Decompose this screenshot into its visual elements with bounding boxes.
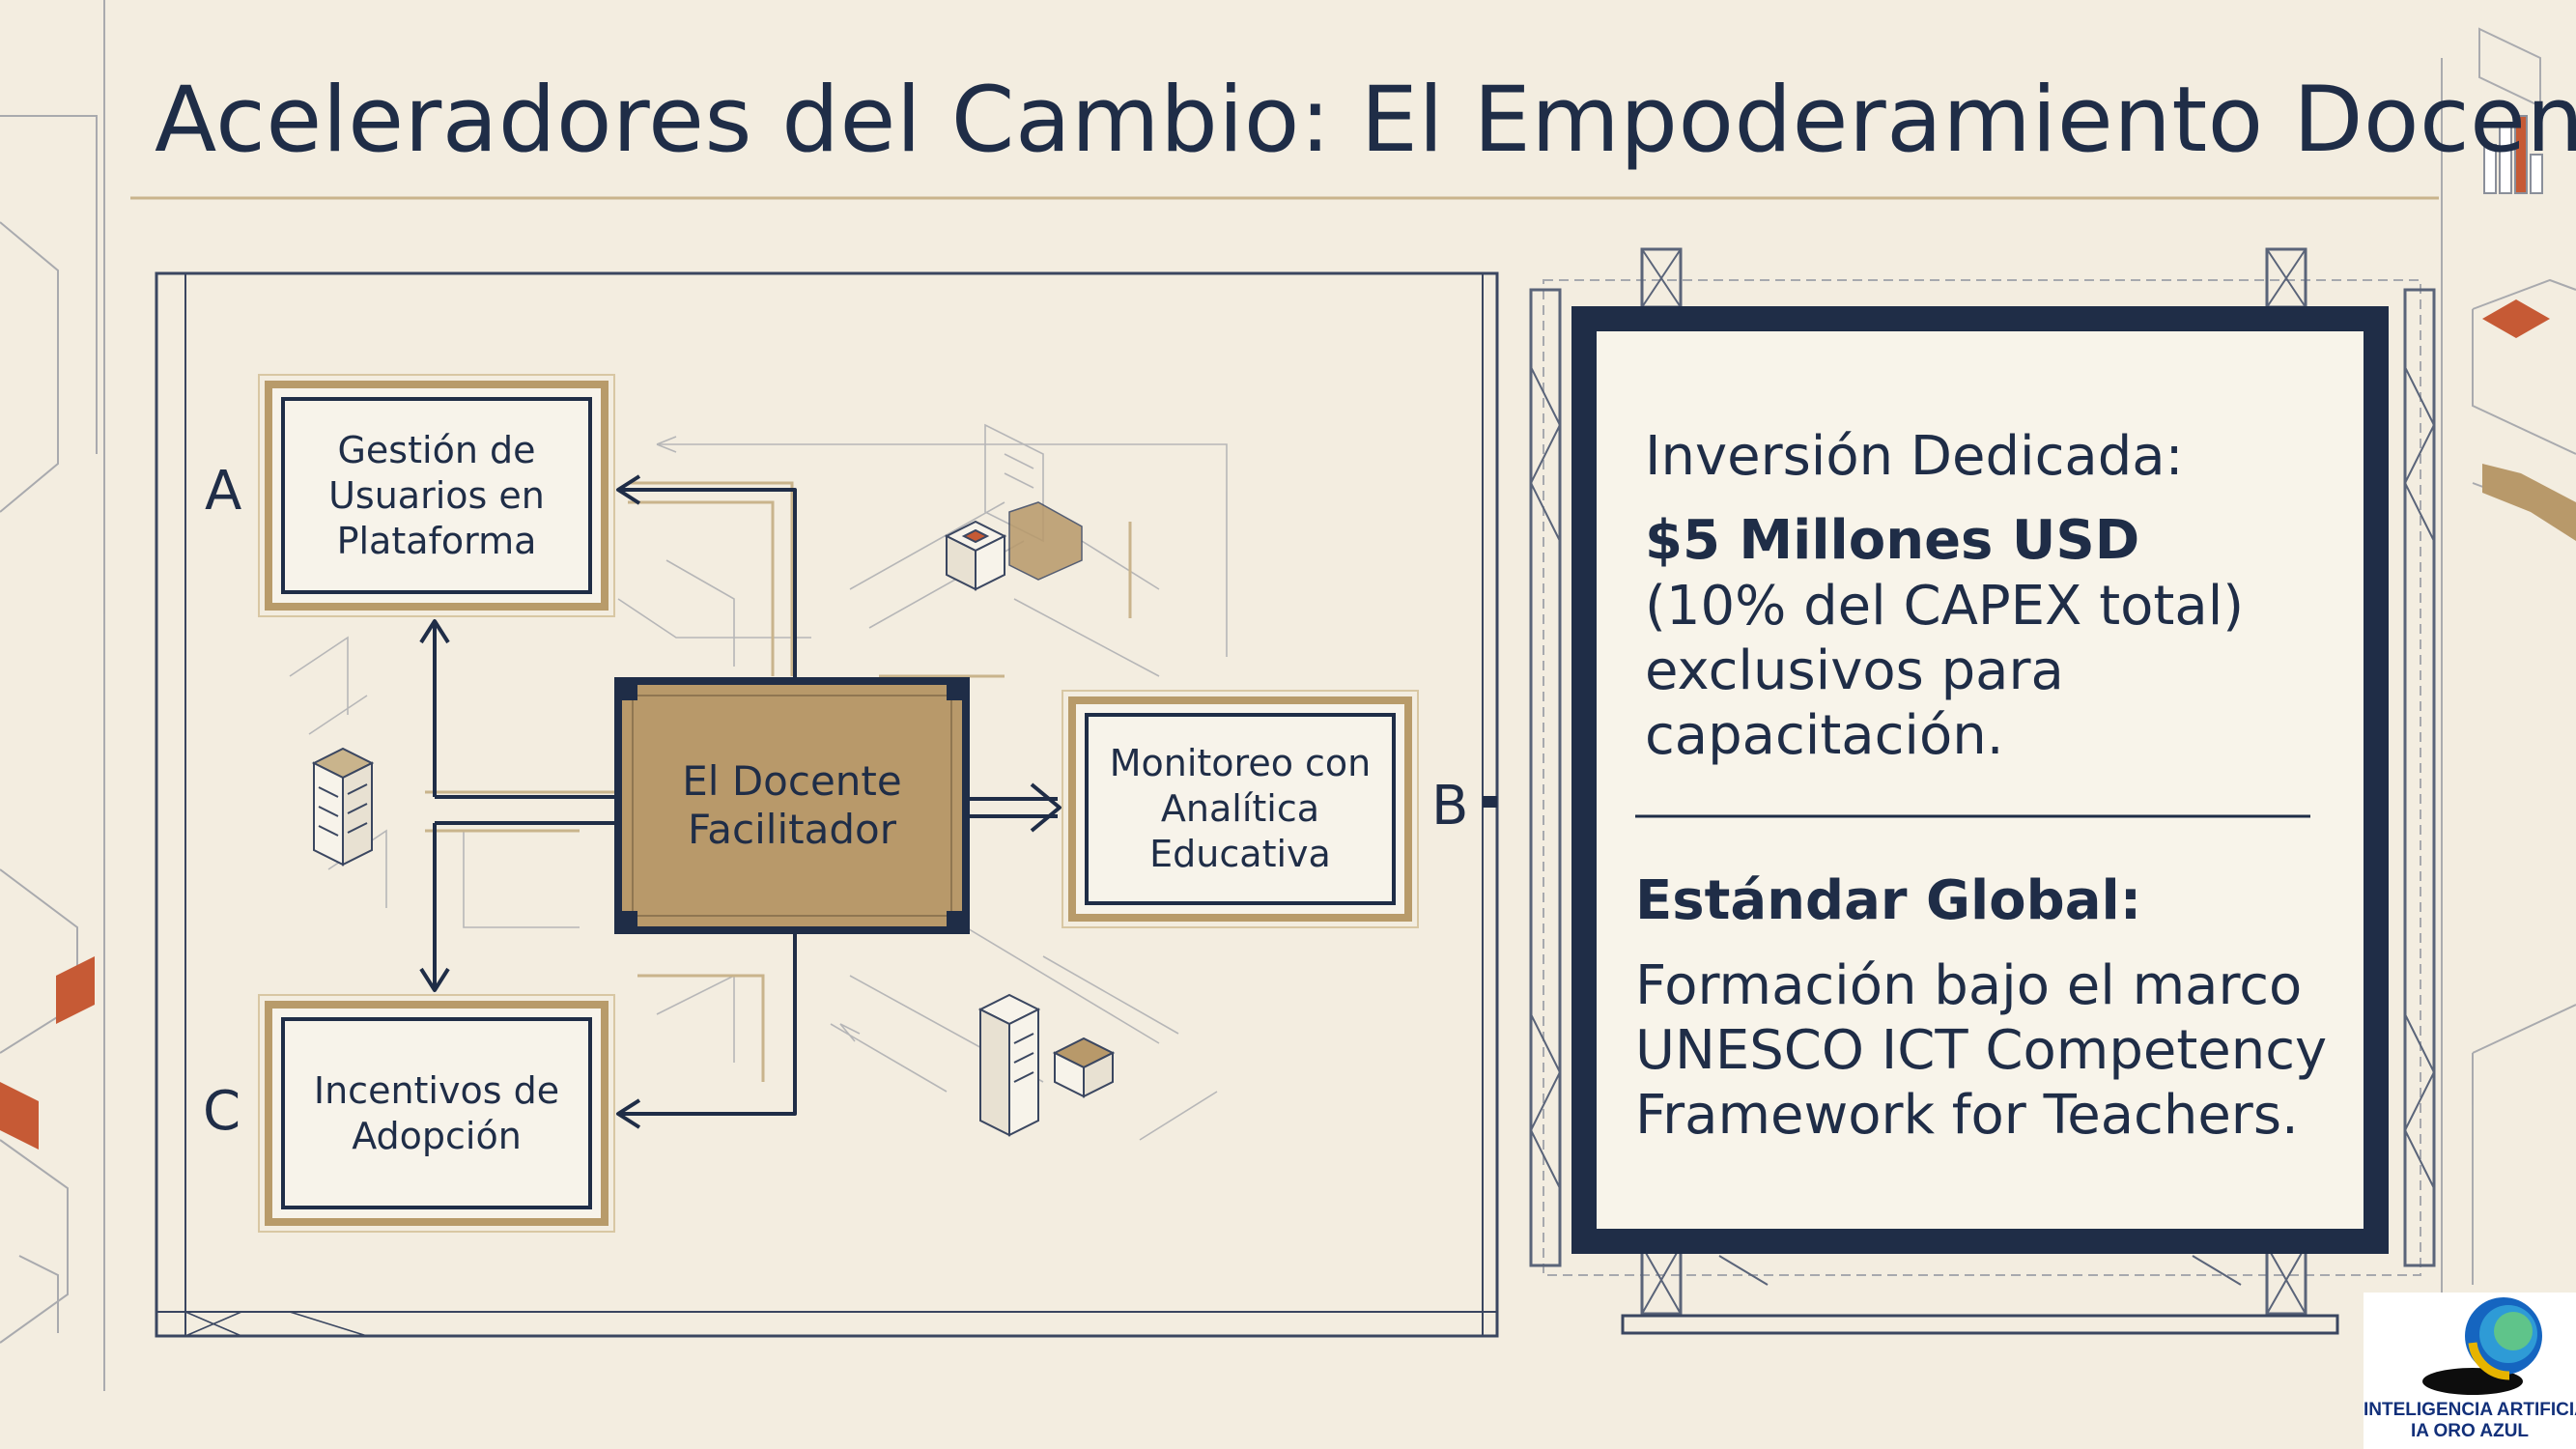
cube-icon: [944, 520, 1007, 591]
node-c-box: [258, 994, 615, 1233]
page-title: Aceleradores del Cambio: El Empoderamien…: [155, 68, 2576, 173]
node-b-letter: B: [1431, 775, 1469, 838]
logo-box: [2364, 1293, 2576, 1449]
node-b-label: Monitoreo con Analítica Educativa: [1109, 742, 1372, 875]
left-orange-block-2: [0, 1082, 39, 1150]
connector-lines: [419, 474, 1497, 1129]
center-node-box: [614, 677, 970, 934]
node-a-box: [258, 374, 615, 617]
background-sketches: [289, 423, 1228, 1141]
small-box-icon: [1052, 1037, 1116, 1098]
info-panel-frame: [1571, 306, 2389, 1254]
left-orange-block-1: [56, 956, 95, 1024]
right-gold-tile: [2482, 464, 2576, 541]
node-c-label: Incentivos de Adopción: [313, 1068, 560, 1157]
panel-scaffold: [1529, 247, 2436, 1335]
center-node-label: El Docente Facilitador: [682, 757, 902, 853]
standard-detail-2: UNESCO ICT Competency: [1635, 1019, 2328, 1082]
gold-box-icon: [1008, 501, 1083, 581]
small-gold-highlights: [425, 481, 1132, 1082]
right-orange-tile: [2482, 299, 2550, 338]
node-a-letter: A: [205, 460, 242, 523]
investment-detail-3: capacitación.: [1645, 704, 2004, 767]
standard-heading: Estándar Global:: [1635, 869, 2142, 932]
standard-detail-1: Formación bajo el marco: [1635, 954, 2303, 1017]
investment-detail-2: exclusivos para: [1645, 639, 2064, 702]
server-icon: [977, 993, 1041, 1137]
standard-detail-3: Framework for Teachers.: [1635, 1084, 2299, 1147]
building-icon: [311, 747, 375, 867]
node-c-letter: C: [203, 1080, 241, 1143]
logo-text-line1: INTELIGENCIA ARTIFICIAL: [2364, 1400, 2576, 1420]
left-edge-decoration: [0, 0, 105, 1391]
investment-heading: Inversión Dedicada:: [1645, 425, 2184, 488]
investment-detail-1: (10% del CAPEX total): [1645, 575, 2245, 638]
right-edge-decoration: [2441, 27, 2576, 1391]
investment-amount: $5 Millones USD: [1645, 509, 2140, 572]
logo-text-line2: IA ORO AZUL: [2410, 1421, 2530, 1441]
right-bar-chart-decoration: [2483, 115, 2543, 194]
node-a-label: Gestión de Usuarios en Plataforma: [328, 428, 545, 562]
node-b-box: [1062, 690, 1419, 928]
